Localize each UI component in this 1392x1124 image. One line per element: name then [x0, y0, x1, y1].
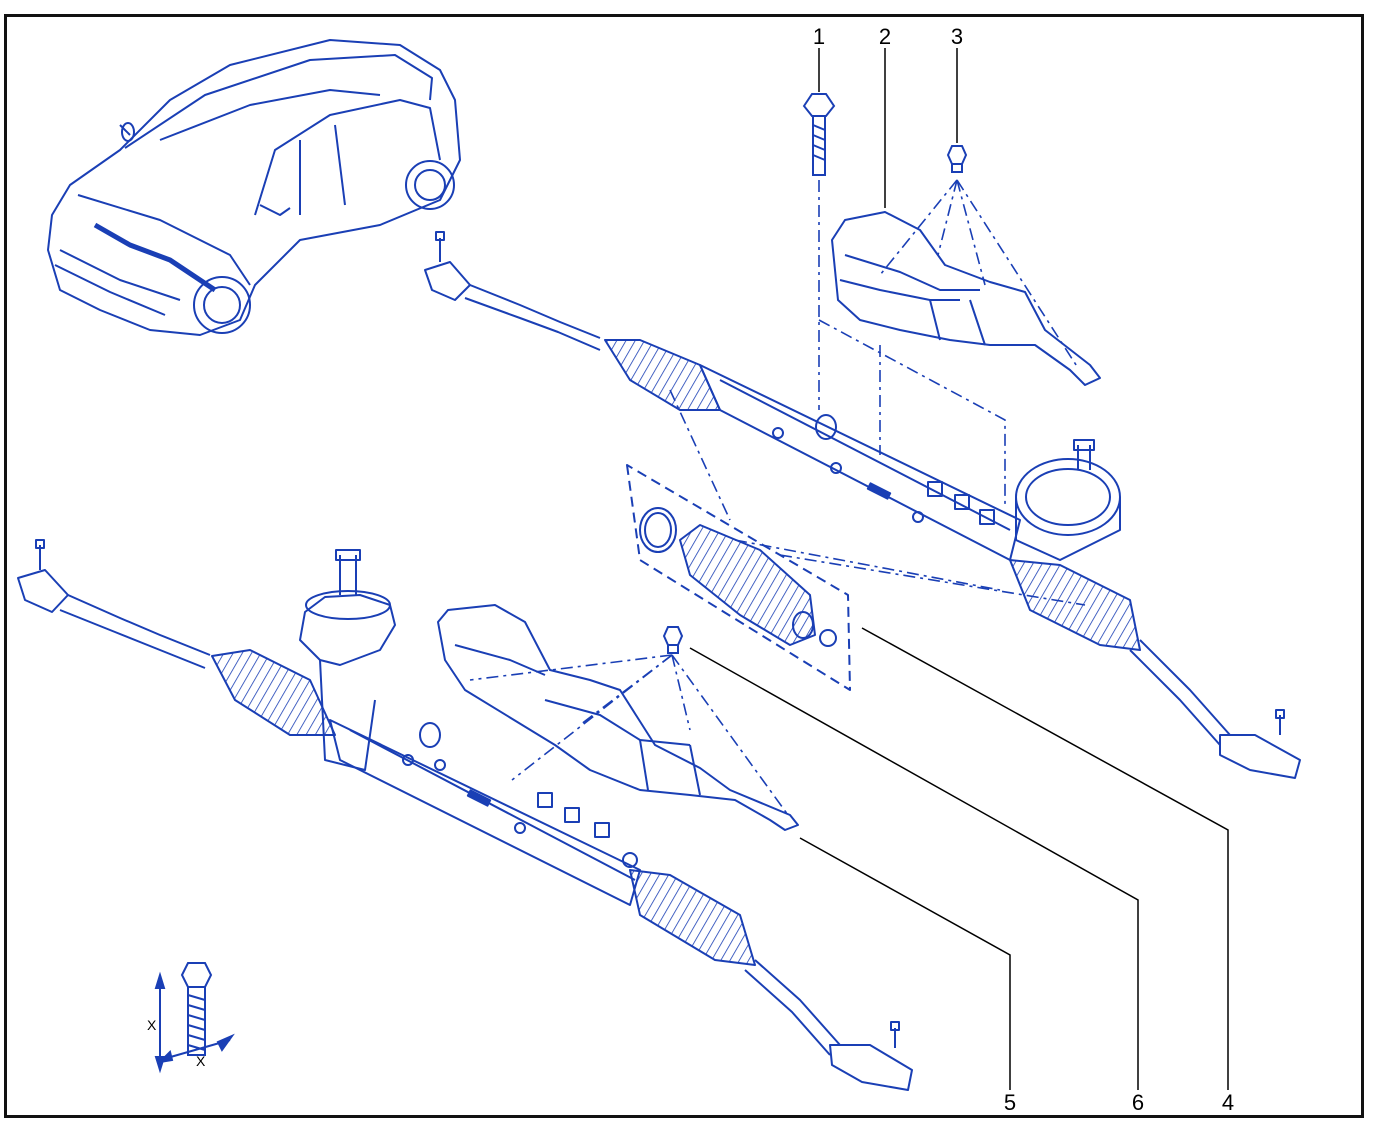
vehicle-illustration — [47, 39, 461, 336]
bolt-dimension-label-2: X — [196, 1053, 206, 1069]
callout-1: 1 — [813, 24, 825, 49]
callout-4: 4 — [1222, 1090, 1234, 1115]
bolt-1 — [802, 93, 836, 176]
boot-kit — [626, 464, 851, 691]
nut-3 — [946, 145, 968, 173]
callout-leaders — [689, 48, 1229, 1090]
callout-2: 2 — [879, 24, 891, 49]
bolt-dimension-label-1: X — [147, 1017, 157, 1033]
bolt-thread-detail — [154, 962, 235, 1074]
nut-6 — [662, 626, 684, 654]
callout-3: 3 — [951, 24, 963, 49]
heat-shield-lower — [437, 604, 799, 831]
callout-6: 6 — [1132, 1090, 1144, 1115]
diagram-frame — [4, 14, 1364, 1118]
assembly-guides — [469, 179, 1086, 816]
steering-rack-lower — [17, 539, 913, 1091]
callout-5: 5 — [1004, 1090, 1016, 1115]
steering-rack-upper — [424, 231, 1301, 779]
heat-shield-upper — [831, 211, 1101, 386]
